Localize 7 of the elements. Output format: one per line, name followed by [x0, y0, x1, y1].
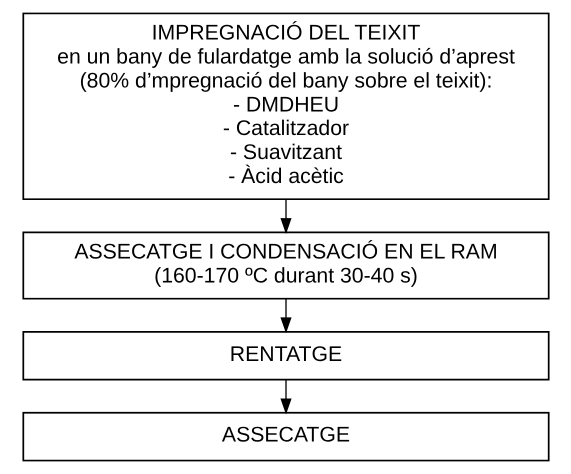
arrow — [280, 298, 292, 334]
node-box: RENTATGE — [22, 331, 550, 380]
arrow — [280, 200, 292, 234]
node-box: ASSECATGE I CONDENSACIÓ EN EL RAM (160-170 ºC durant 30-40 s) — [22, 232, 550, 300]
arrow — [280, 380, 292, 414]
node-box: ASSECATGE — [22, 412, 550, 462]
node-box: IMPREGNACIÓ DEL TEIXIT en un bany de fulardatge amb la solució d’aprest (80% d’mpregnació del bany sobre el teixit): - DMDHEU - Catalitzador - Suavitzant - Àcid acètic — [22, 12, 550, 200]
